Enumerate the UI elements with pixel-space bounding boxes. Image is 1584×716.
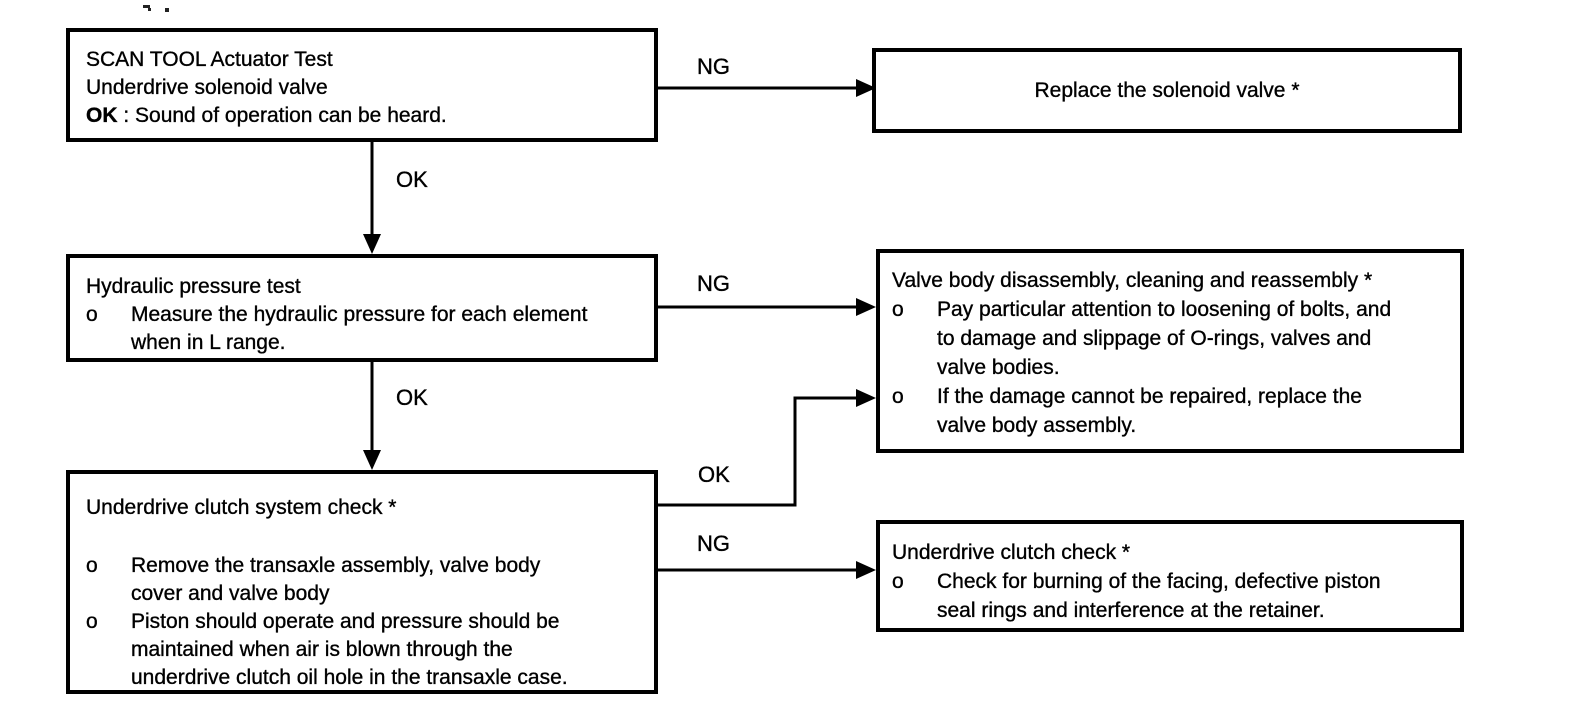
node-underdrive-clutch-system-check: Underdrive clutch system check * o Remov…: [66, 470, 658, 694]
scan-artifact: [148, 8, 151, 11]
bullet-item: o Pay particular attention to loosening …: [892, 295, 1450, 382]
bullet-item: o If the damage cannot be repaired, repl…: [892, 382, 1450, 440]
node-title: Underdrive clutch check *: [892, 541, 1131, 564]
edge-label-ok-3: OK: [698, 462, 730, 487]
bullet-text: Pay particular attention to loosening of…: [937, 298, 1392, 379]
bullet-text: If the damage cannot be repaired, replac…: [937, 385, 1362, 437]
node-hydraulic-pressure-test: Hydraulic pressure test o Measure the hy…: [66, 254, 658, 362]
node-title: Valve body disassembly, cleaning and rea…: [892, 269, 1373, 292]
ok-result-label: OK: [86, 104, 118, 127]
node-title: Hydraulic pressure test: [86, 275, 301, 298]
bullet-text: Remove the transaxle assembly, valve bod…: [131, 554, 541, 605]
node-title: Underdrive clutch system check *: [86, 496, 397, 519]
arrow-system-check-ng-to-clutch-check: [658, 561, 876, 579]
edge-label-ng-1: NG: [697, 54, 730, 79]
bullet-item: o Check for burning of the facing, defec…: [892, 567, 1450, 625]
bullet-marker: o: [892, 298, 904, 321]
bullet-marker: o: [86, 610, 98, 633]
node-line: OK : Sound of operation can be heard.: [86, 102, 640, 130]
arrow-system-check-ok-elbow-to-valve-body: [658, 389, 876, 507]
node-replace-solenoid-valve: Replace the solenoid valve *: [872, 48, 1462, 133]
bullet-text: Piston should operate and pressure shoul…: [131, 610, 568, 689]
bullet-marker: o: [892, 385, 904, 408]
node-title: Replace the solenoid valve *: [1034, 78, 1300, 102]
arrow-hydraulic-ok-down: [363, 362, 381, 470]
edge-label-ok-1: OK: [396, 167, 428, 192]
node-valve-body-service: Valve body disassembly, cleaning and rea…: [876, 249, 1464, 453]
scan-artifact: [165, 8, 169, 12]
bullet-marker: o: [86, 303, 98, 326]
node-line: Underdrive solenoid valve: [86, 76, 328, 99]
bullet-text: Measure the hydraulic pressure for each …: [131, 303, 588, 354]
bullet-marker: o: [892, 570, 904, 593]
node-underdrive-clutch-check: Underdrive clutch check * o Check for bu…: [876, 520, 1464, 632]
edge-label-ng-2: NG: [697, 271, 730, 296]
bullet-item: o Remove the transaxle assembly, valve b…: [86, 552, 640, 608]
bullet-item: o Piston should operate and pressure sho…: [86, 608, 640, 692]
bullet-marker: o: [86, 554, 98, 577]
edge-label-ok-2: OK: [396, 385, 428, 410]
bullet-item: o Measure the hydraulic pressure for eac…: [86, 301, 640, 357]
scan-artifact: [143, 5, 150, 8]
arrow-scan-ng-to-replace-solenoid: [658, 79, 876, 97]
bullet-text: Check for burning of the facing, defecti…: [937, 570, 1381, 622]
edge-label-ng-3: NG: [697, 531, 730, 556]
arrow-hydraulic-ng-to-valve-body: [658, 298, 876, 316]
node-line: SCAN TOOL Actuator Test: [86, 48, 333, 71]
node-scan-tool-actuator-test: SCAN TOOL Actuator Test Underdrive solen…: [66, 28, 658, 142]
ok-result-text: : Sound of operation can be heard.: [117, 104, 447, 127]
arrow-scan-ok-down: [363, 142, 381, 254]
